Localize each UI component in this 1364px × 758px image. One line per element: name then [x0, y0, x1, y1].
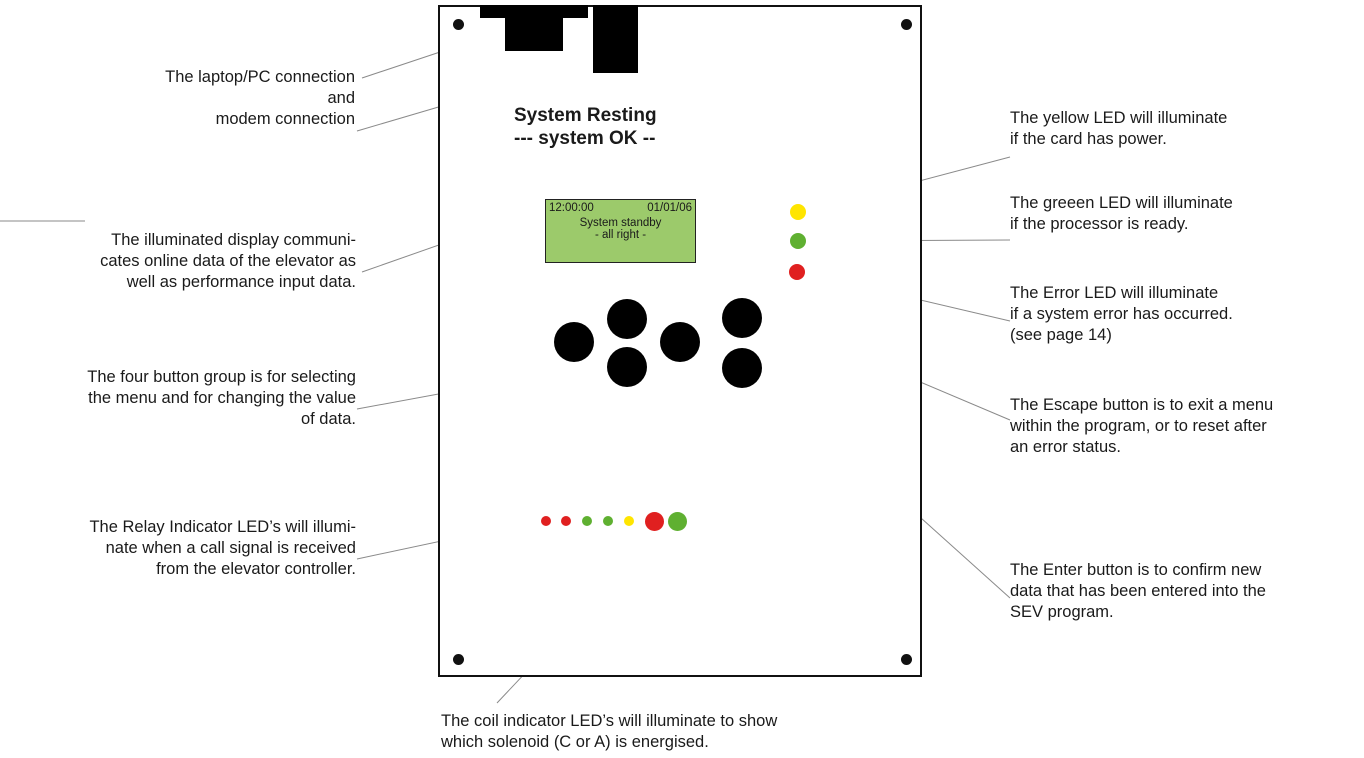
- callout-escape-button: The Escape button is to exit a menu with…: [1010, 395, 1360, 458]
- display-time: 12:00:00: [549, 202, 594, 214]
- pc-connector-body: [505, 18, 563, 51]
- button-up[interactable]: [607, 299, 647, 339]
- modem-connector: [593, 5, 638, 73]
- callout-line: within the program, or to reset after: [1010, 417, 1267, 435]
- yellow-led: [790, 204, 806, 220]
- coil-led-c: [645, 512, 664, 531]
- mounting-hole-bottom-right: [901, 654, 912, 665]
- board-status-text: System Resting --- system OK --: [514, 104, 754, 150]
- callout-relay-leds: The Relay Indicator LED’s will illumi- n…: [0, 517, 356, 580]
- callout-line: The Error LED will illuminate: [1010, 284, 1219, 302]
- callout-display: The illuminated display communi- cates o…: [20, 230, 356, 293]
- pc-connector: [480, 5, 588, 18]
- callout-green-led: The greeen LED will illuminate if the pr…: [1010, 193, 1350, 235]
- relay-led-1: [541, 516, 551, 526]
- green-led: [790, 233, 806, 249]
- mounting-hole-bottom-left: [453, 654, 464, 665]
- status-line-1: System Resting: [514, 105, 657, 126]
- callout-line: The Enter button is to confirm new: [1010, 561, 1262, 579]
- lcd-display: 12:00:00 01/01/06 System standby - all r…: [545, 199, 696, 263]
- status-line-2: --- system OK --: [514, 128, 656, 149]
- display-line-2: - all right -: [594, 229, 647, 241]
- callout-line: nate when a call signal is received: [105, 539, 356, 557]
- callout-coil-leds: The coil indicator LED’s will illuminate…: [441, 711, 881, 753]
- callout-button-group: The four button group is for selecting t…: [0, 367, 356, 430]
- callout-line: The Escape button is to exit a menu: [1010, 396, 1274, 414]
- mounting-hole-top-left: [453, 19, 464, 30]
- red-led: [789, 264, 805, 280]
- callout-line: if a system error has occurred.: [1010, 305, 1233, 323]
- relay-led-3: [582, 516, 592, 526]
- display-date: 01/01/06: [647, 202, 692, 214]
- callout-line: The greeen LED will illuminate: [1010, 194, 1233, 212]
- relay-led-4: [603, 516, 613, 526]
- callout-error-led: The Error LED will illuminate if a syste…: [1010, 283, 1350, 346]
- mounting-hole-top-right: [901, 19, 912, 30]
- callout-line: an error status.: [1010, 438, 1121, 456]
- relay-led-2: [561, 516, 571, 526]
- callout-line: The Relay Indicator LED’s will illumi-: [89, 518, 356, 536]
- button-left[interactable]: [554, 322, 594, 362]
- coil-led-a: [668, 512, 687, 531]
- callout-line: modem connection: [215, 110, 355, 128]
- callout-line: The yellow LED will illuminate: [1010, 109, 1228, 127]
- callout-line: which solenoid (C or A) is energised.: [441, 733, 709, 751]
- callout-line: from the elevator controller.: [156, 560, 356, 578]
- callout-line: The laptop/PC connection: [165, 68, 355, 86]
- callout-line: data that has been entered into the: [1010, 582, 1266, 600]
- callout-yellow-led: The yellow LED will illuminate if the ca…: [1010, 108, 1350, 150]
- callout-line: The coil indicator LED’s will illuminate…: [441, 712, 778, 730]
- enter-button[interactable]: [722, 348, 762, 388]
- callout-pc-connection: The laptop/PC connection and modem conne…: [60, 67, 355, 130]
- callout-line: The four button group is for selecting: [87, 368, 356, 386]
- callout-line: and: [327, 89, 355, 107]
- callout-line: cates online data of the elevator as: [100, 252, 356, 270]
- display-line-1: System standby: [579, 217, 662, 229]
- callout-line: the menu and for changing the value: [88, 389, 356, 407]
- callout-line: if the card has power.: [1010, 130, 1167, 148]
- button-down[interactable]: [607, 347, 647, 387]
- escape-button[interactable]: [722, 298, 762, 338]
- button-right[interactable]: [660, 322, 700, 362]
- callout-line: (see page 14): [1010, 326, 1112, 344]
- callout-line: SEV program.: [1010, 603, 1114, 621]
- callout-line: well as performance input data.: [126, 273, 356, 291]
- callout-line: The illuminated display communi-: [111, 231, 356, 249]
- callout-enter-button: The Enter button is to confirm new data …: [1010, 560, 1360, 623]
- callout-line: if the processor is ready.: [1010, 215, 1189, 233]
- callout-line: of data.: [300, 410, 356, 428]
- relay-led-5: [624, 516, 634, 526]
